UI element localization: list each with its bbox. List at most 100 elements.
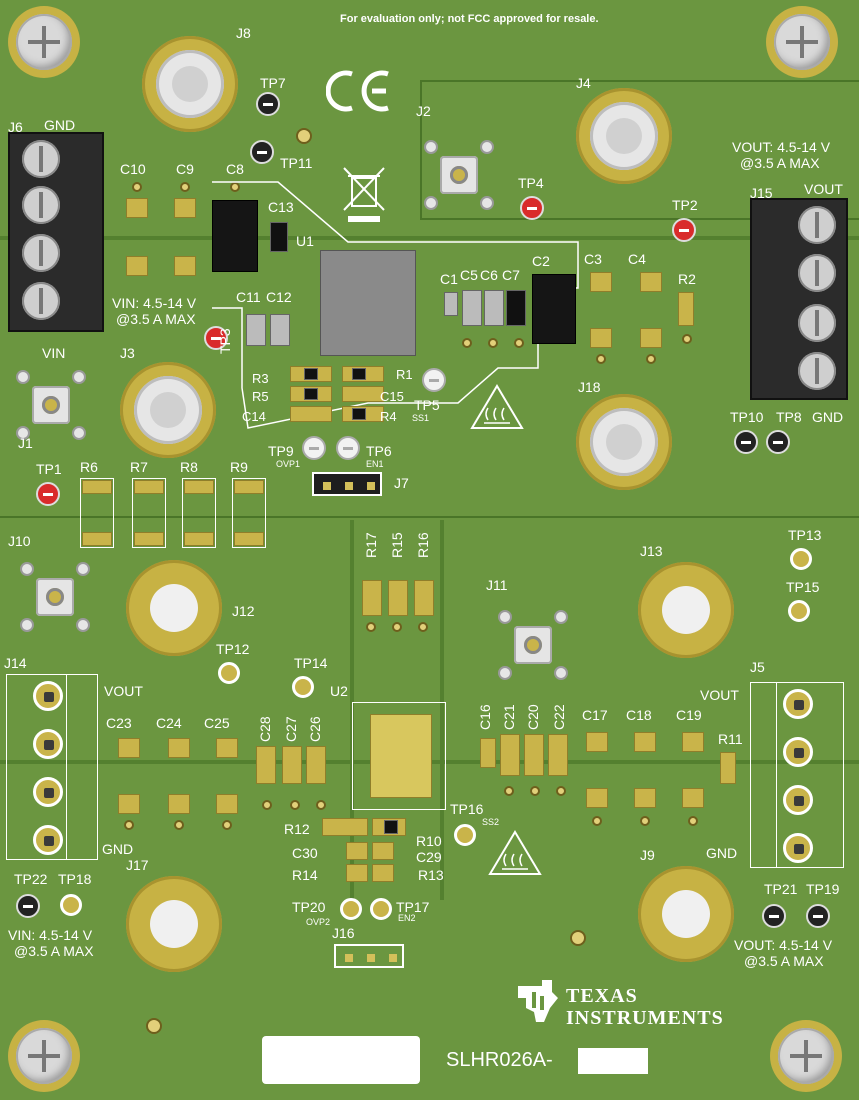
test-point-tp1[interactable]	[36, 482, 60, 506]
test-point-tp12[interactable]	[218, 662, 240, 684]
ref-c11: C11	[236, 289, 261, 305]
ref-j13: J13	[640, 543, 663, 559]
revision-box	[578, 1048, 648, 1074]
ref-tp8: TP8	[776, 409, 802, 425]
test-point-tp21[interactable]	[762, 904, 786, 928]
chip	[352, 408, 366, 420]
pad-c17-a	[586, 732, 608, 752]
sma-connector-j11[interactable]	[498, 610, 568, 680]
test-point-tp22[interactable]	[16, 894, 40, 918]
ref-j14: J14	[4, 655, 27, 671]
ref-c9: C9	[176, 161, 194, 177]
test-point-tp15[interactable]	[788, 600, 810, 622]
ref-c3: C3	[584, 251, 602, 267]
inductor-l1	[212, 200, 258, 272]
terminal-block-j15[interactable]	[750, 198, 848, 400]
resistor-r16	[414, 580, 434, 616]
test-point-tp20[interactable]	[340, 898, 362, 920]
ref-c12: C12	[266, 289, 292, 305]
label-gnd-bottom-right: GND	[706, 845, 738, 861]
test-point-tp4[interactable]	[520, 196, 544, 220]
pad-c18-b	[634, 788, 656, 808]
test-point-tp18[interactable]	[60, 894, 82, 916]
mount-hole-j17[interactable]	[126, 876, 222, 972]
cap-c1	[444, 292, 458, 316]
via	[222, 820, 232, 830]
resistor-r12	[322, 818, 368, 836]
trace-top	[0, 236, 859, 240]
test-point-tp10[interactable]	[734, 430, 758, 454]
jumper-header-j16[interactable]	[334, 944, 404, 968]
ref-r13: R13	[418, 867, 444, 883]
label-gnd-bottom-left: GND	[102, 841, 134, 857]
via	[592, 816, 602, 826]
terminal-block-j6[interactable]	[8, 132, 104, 332]
ref-u2: U2	[330, 683, 348, 699]
sma-connector-j1[interactable]	[16, 370, 86, 440]
test-point-tp14[interactable]	[292, 676, 314, 698]
sma-connector-j10[interactable]	[20, 562, 90, 632]
label-ss1: SS1	[412, 413, 430, 423]
banana-jack-j18[interactable]	[576, 394, 672, 490]
ref-c22: C22	[551, 704, 567, 730]
mounting-screw-icon	[8, 6, 80, 78]
ref-r5: R5	[252, 389, 269, 404]
ref-c19: C19	[676, 707, 702, 723]
test-point-tp7[interactable]	[256, 92, 280, 116]
via	[290, 800, 300, 810]
banana-jack-j8[interactable]	[142, 36, 238, 132]
test-point-tp11[interactable]	[250, 140, 274, 164]
ref-j10: J10	[8, 533, 31, 549]
ref-c4: C4	[628, 251, 646, 267]
cap-c11	[246, 314, 266, 346]
banana-jack-j4[interactable]	[576, 88, 672, 184]
chip	[304, 388, 318, 400]
ref-j16: J16	[332, 925, 355, 941]
ref-c23: C23	[106, 715, 132, 731]
ref-tp1: TP1	[36, 461, 62, 477]
ti-brand-line2: INSTRUMENTS	[566, 1007, 724, 1029]
ref-c20: C20	[525, 704, 541, 730]
test-point-tp9[interactable]	[302, 436, 326, 460]
mounting-screw-icon	[8, 1020, 80, 1092]
ref-j1: J1	[18, 435, 33, 451]
resistor-r6	[80, 478, 114, 548]
mount-hole-j12[interactable]	[126, 560, 222, 656]
test-point-tp3[interactable]	[204, 326, 228, 350]
banana-jack-j3[interactable]	[120, 362, 216, 458]
test-point-tp8[interactable]	[766, 430, 790, 454]
label-gnd-left: GND	[44, 117, 76, 133]
test-point-tp2[interactable]	[672, 218, 696, 242]
chip	[384, 820, 398, 834]
via	[514, 338, 524, 348]
via	[556, 786, 566, 796]
ref-j18: J18	[578, 379, 601, 395]
test-point-tp16[interactable]	[454, 824, 476, 846]
via	[646, 354, 656, 364]
mount-hole-j13[interactable]	[638, 562, 734, 658]
ref-r11: R11	[718, 731, 743, 747]
cap-c6	[484, 290, 504, 326]
ref-j8: J8	[236, 25, 251, 41]
mount-hole-j9[interactable]	[638, 866, 734, 962]
test-point-tp19[interactable]	[806, 904, 830, 928]
terminal-block-j5[interactable]	[750, 682, 844, 868]
sma-connector-j2[interactable]	[424, 140, 494, 210]
pad	[134, 532, 164, 546]
test-point-tp17[interactable]	[370, 898, 392, 920]
ti-logo-icon	[518, 980, 558, 1022]
ref-r16: R16	[415, 532, 431, 558]
pad-c9-b	[174, 256, 196, 276]
pad	[234, 480, 264, 494]
via	[132, 182, 142, 192]
test-point-tp13[interactable]	[790, 548, 812, 570]
cap-c13	[270, 222, 288, 252]
pad-c24-a	[168, 738, 190, 758]
cap-c7	[506, 290, 526, 326]
jumper-header-j7[interactable]	[312, 472, 382, 496]
pad-c4-b	[640, 328, 662, 348]
test-point-tp5[interactable]	[422, 368, 446, 392]
ref-tp7: TP7	[260, 75, 286, 91]
test-point-tp6[interactable]	[336, 436, 360, 460]
terminal-block-j14[interactable]	[6, 674, 98, 860]
